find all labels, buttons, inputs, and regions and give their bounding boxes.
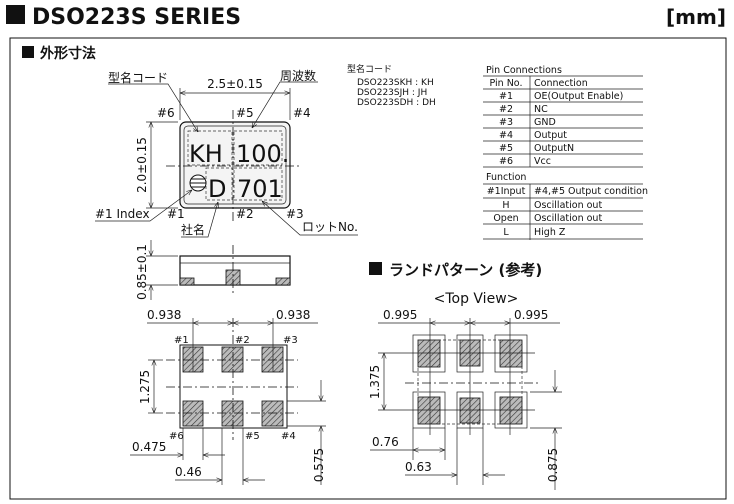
dim-row-pitch: 1.275 <box>138 370 152 404</box>
callout-model-code: 型名コード <box>108 70 168 85</box>
svg-text:Pin No.: Pin No. <box>490 78 523 89</box>
svg-text:NC: NC <box>534 104 548 115</box>
table-row: #2 NC <box>483 104 643 116</box>
page-title: DSO223S SERIES <box>32 5 241 30</box>
land-dim-gap: 0.63 <box>405 460 432 474</box>
pin-label: #4 <box>281 431 296 442</box>
lot-mark: 701 <box>237 175 283 203</box>
pin-label: #2 <box>236 207 254 221</box>
svg-text:#1Input: #1Input <box>487 186 526 197</box>
callout-lot: ロットNo. <box>302 220 358 234</box>
callout-index: #1 Index <box>95 207 150 221</box>
model-code-item: DSO223SJH : JH <box>357 88 427 98</box>
side-view-package <box>179 245 291 295</box>
callout-maker: 社名 <box>181 222 205 237</box>
table-row: #6 Vcc <box>483 156 643 168</box>
dim-edge: 0.475 <box>132 440 166 454</box>
pin-label: #1 <box>167 207 185 221</box>
svg-text:Oscillation out: Oscillation out <box>534 213 602 224</box>
land-dim-row-pitch: 1.375 <box>368 365 382 399</box>
table-row: #4 Output <box>483 130 643 142</box>
title-square-icon <box>6 5 25 24</box>
svg-text:GND: GND <box>534 117 556 128</box>
land-pattern <box>405 318 540 435</box>
model-code-item: DSO223SDH : DH <box>357 98 436 108</box>
svg-text:OE(Output Enable): OE(Output Enable) <box>534 91 623 102</box>
callout-frequency: 周波数 <box>280 68 316 83</box>
top-view-package: KH 100. D 701 <box>166 110 300 222</box>
table-row: H Oscillation out <box>483 200 643 212</box>
svg-text:#4: #4 <box>499 130 513 141</box>
svg-text:High Z: High Z <box>534 227 566 238</box>
svg-text:#4,#5 Output condition: #4,#5 Output condition <box>534 186 648 197</box>
dim-pad-height: 0.575 <box>312 448 326 482</box>
svg-text:#6: #6 <box>499 156 513 167</box>
pin-label: #2 <box>235 335 250 346</box>
land-section-title: ランドパターン (参考) <box>389 261 542 279</box>
table-row: #5 OutputN <box>483 143 643 155</box>
function-table: Function #1Input #4,#5 Output condition … <box>483 172 648 240</box>
pin-label: #3 <box>283 335 298 346</box>
pin-label: #6 <box>169 431 184 442</box>
svg-text:#1: #1 <box>499 91 513 102</box>
svg-text:H: H <box>502 200 509 211</box>
pin-label: #1 <box>174 335 189 346</box>
maker-mark: D <box>208 175 226 203</box>
land-dim-width: 0.76 <box>372 435 399 449</box>
svg-text:Vcc: Vcc <box>534 156 551 167</box>
model-code-item: DSO223SKH : KH <box>357 78 434 88</box>
pin-connections-table: Pin Connections Pin No. Connection #1 OE(… <box>483 65 643 168</box>
pin-label: #5 <box>236 106 254 120</box>
svg-text:OutputN: OutputN <box>534 143 574 154</box>
table-row: L High Z <box>483 227 643 240</box>
pin-table-title: Pin Connections <box>486 65 562 76</box>
dim-pitch-left: 0.938 <box>147 308 181 322</box>
outline-section-title: 外形寸法 <box>40 45 96 62</box>
top-view-label: <Top View> <box>434 291 519 307</box>
svg-text:Oscillation out: Oscillation out <box>534 200 602 211</box>
model-code-title: 型名コード <box>347 63 392 75</box>
unit-label: [mm] <box>666 5 726 29</box>
pin-label: #5 <box>245 431 260 442</box>
svg-text:Open: Open <box>493 213 518 224</box>
table-row: #1 OE(Output Enable) <box>483 91 643 103</box>
svg-text:#3: #3 <box>499 117 513 128</box>
frequency-mark: 100. <box>236 140 289 168</box>
svg-text:Connection: Connection <box>534 78 588 89</box>
height-dimension: 2.0±0.15 <box>135 137 149 193</box>
index-mark-icon <box>189 174 207 192</box>
land-dim-height: 0.875 <box>546 448 560 482</box>
land-dim-pitch-left: 0.995 <box>383 308 417 322</box>
drawing-frame <box>9 37 727 500</box>
pin-label: #4 <box>293 106 311 120</box>
model-code-mark: KH <box>189 140 223 168</box>
land-dim-pitch-right: 0.995 <box>514 308 548 322</box>
width-dimension: 2.5±0.15 <box>207 77 263 91</box>
dim-pad-width: 0.46 <box>175 465 202 479</box>
thickness-dimension: 0.85±0.1 <box>135 244 149 300</box>
function-table-title: Function <box>486 172 526 183</box>
svg-text:Output: Output <box>534 130 567 141</box>
svg-text:L: L <box>503 227 509 238</box>
bottom-view-package <box>166 318 298 440</box>
table-row: Open Oscillation out <box>483 213 643 225</box>
pin-label: #6 <box>157 106 175 120</box>
section-square-icon <box>22 46 34 58</box>
svg-text:#2: #2 <box>499 104 513 115</box>
pin-label: #3 <box>286 207 304 221</box>
dim-pitch-right: 0.938 <box>276 308 310 322</box>
section-square-icon <box>369 262 382 275</box>
table-row: #3 GND <box>483 117 643 129</box>
svg-text:#5: #5 <box>499 143 513 154</box>
